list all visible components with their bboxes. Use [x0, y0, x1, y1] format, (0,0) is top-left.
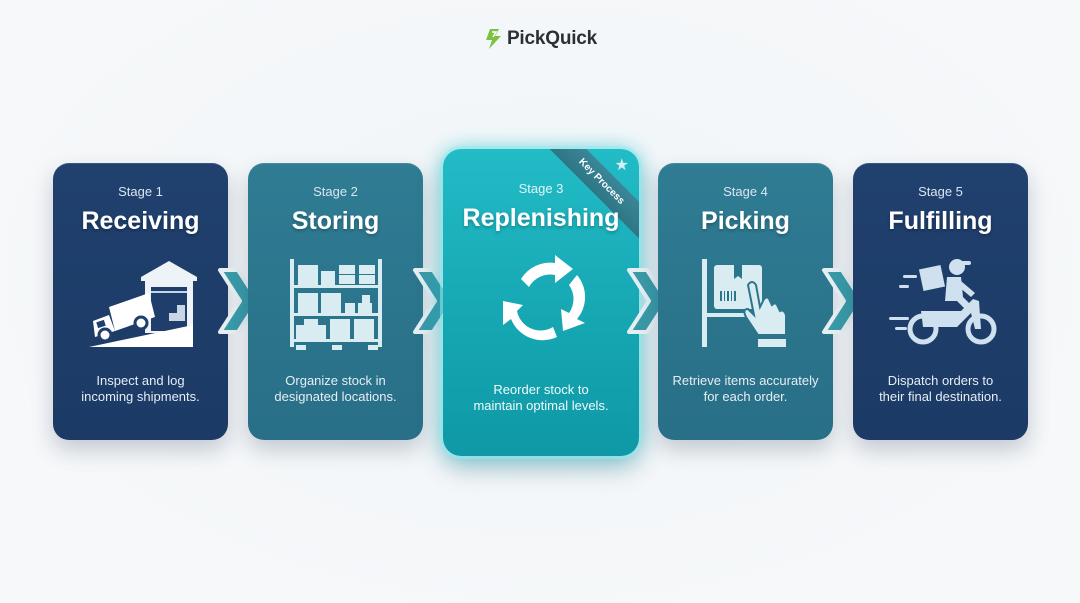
hand-pick-box-icon — [701, 259, 787, 347]
stage-label: Stage 1 — [118, 184, 163, 199]
stage-label: Stage 3 — [518, 181, 564, 196]
stage-card-picking: Stage 4 Picking Retrieve items accuratel… — [658, 163, 833, 440]
stage-card-replenishing: Key Process ★ Stage 3 Replenishing Reord… — [443, 149, 639, 456]
stage-description: Reorder stock to maintain optimal levels… — [473, 382, 609, 413]
stage-card-receiving: Stage 1 Receiving Inspect and log incomi… — [53, 163, 228, 440]
stage-title: Picking — [701, 207, 790, 235]
stage-description: Dispatch orders to their final destinati… — [879, 373, 1002, 404]
lightning-logo-icon — [485, 29, 501, 49]
star-icon: ★ — [614, 157, 629, 174]
stage-title: Receiving — [81, 207, 200, 235]
delivery-motorbike-icon — [888, 259, 996, 345]
recycle-arrows-icon — [503, 255, 586, 341]
stage-title: Storing — [291, 207, 380, 235]
truck-warehouse-icon — [88, 261, 197, 347]
stage-label: Stage 2 — [313, 184, 358, 199]
stage-title: Fulfilling — [888, 207, 993, 235]
stage-description: Inspect and log incoming shipments. — [81, 373, 200, 404]
stage-label: Stage 4 — [723, 184, 768, 199]
brand-name: PickQuick — [506, 28, 598, 49]
stage-description: Organize stock in designated locations. — [274, 373, 397, 404]
stage-title: Replenishing — [462, 204, 620, 232]
brand-logo: PickQuick — [0, 28, 1080, 50]
stage-card-fulfilling: Stage 5 Fulfilling Dispatch orders to th… — [853, 163, 1028, 440]
shelving-boxes-icon — [289, 259, 382, 350]
stage-card-storing: Stage 2 Storing Organize stock in desi — [248, 163, 423, 440]
stage-description: Retrieve items accurately for each order… — [672, 373, 819, 404]
stage-label: Stage 5 — [918, 184, 963, 199]
